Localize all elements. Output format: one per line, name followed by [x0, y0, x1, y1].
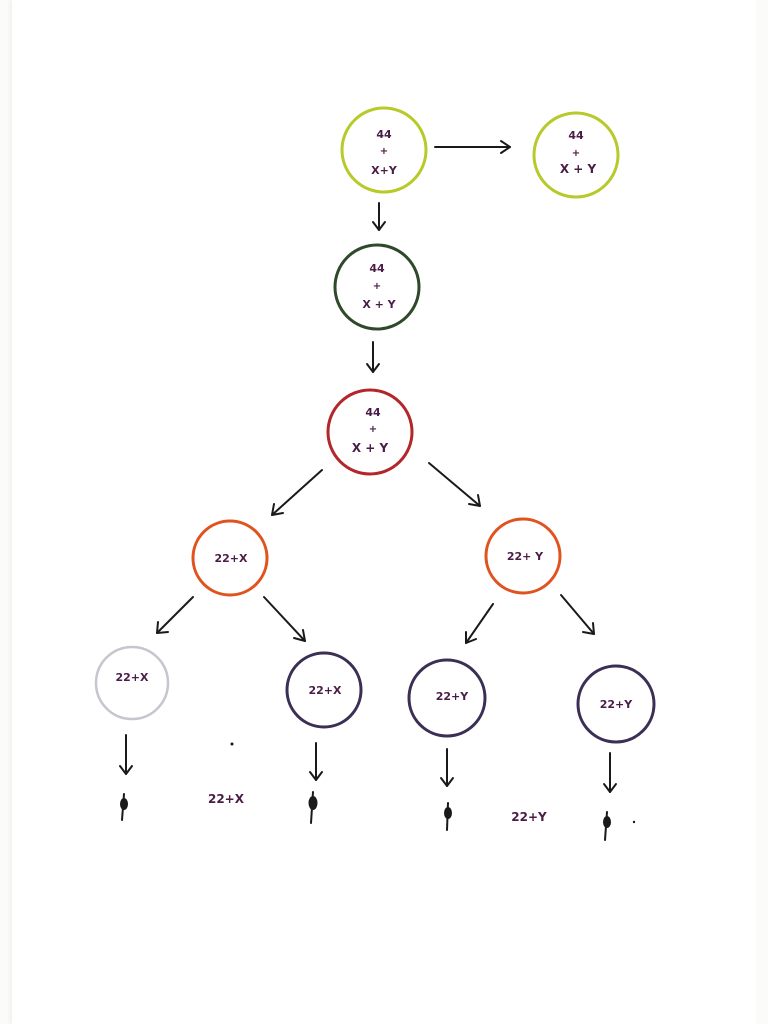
node-root-circle	[340, 106, 428, 194]
leaf-node-1-label: 22+X	[115, 671, 149, 684]
node-third-line1: 44	[365, 406, 381, 419]
node-right-mid: 22+ Y	[484, 517, 562, 595]
node-root: 44 + X+Y	[340, 106, 428, 194]
null-symbol-2	[308, 791, 318, 824]
leaf-node-4-label: 22+Y	[600, 698, 634, 711]
node-copy-circle	[532, 111, 620, 199]
leaf-node-4: 22+Y	[576, 664, 656, 744]
leaf-node-3-circle	[407, 658, 487, 738]
node-copy-line3: X + Y	[560, 162, 597, 176]
node-second-circle	[333, 243, 421, 331]
node-root-line1: 44	[376, 128, 392, 141]
arrow-leaf-1-to-null	[119, 734, 133, 775]
leaf-node-3: 22+Y	[407, 658, 487, 738]
leaf-node-1-circle	[94, 645, 170, 721]
node-copy-line1: 44	[568, 129, 584, 142]
node-second-line1: 44	[369, 262, 385, 275]
leaf-node-2-label: 22+X	[308, 684, 342, 697]
null-symbol-1	[120, 793, 128, 821]
arrow-right-mid-to-leaf-4	[560, 594, 595, 635]
arrow-leaf-3-to-null	[440, 748, 454, 787]
leaf-node-1: 22+X	[94, 645, 170, 721]
null-symbol-3	[444, 802, 452, 831]
node-left-mid-circle	[191, 519, 269, 597]
node-right-mid-label: 22+ Y	[507, 550, 544, 563]
leaf-node-2: 22+X	[285, 651, 363, 729]
stray-dot-left	[230, 742, 234, 746]
node-second-line3: X + Y	[362, 298, 396, 311]
node-third: 44 + X + Y	[326, 388, 414, 476]
arrow-right-mid-to-leaf-3	[465, 603, 494, 644]
leaf-node-4-circle	[576, 664, 656, 744]
arrow-third-to-left-mid	[271, 469, 323, 516]
node-root-line2: +	[380, 146, 388, 157]
node-second-line2: +	[373, 281, 381, 292]
arrow-root-to-copy	[434, 140, 511, 154]
node-third-line3: X + Y	[352, 441, 389, 455]
arrow-leaf-2-to-null	[309, 742, 323, 781]
leaf-node-3-label: 22+Y	[436, 690, 470, 703]
arrow-left-mid-to-leaf-1	[156, 596, 194, 634]
node-root-line3: X+Y	[371, 164, 398, 177]
arrow-leaf-4-to-null	[603, 752, 617, 793]
free-label-right: 22+Y	[511, 810, 547, 824]
node-second: 44 + X + Y	[333, 243, 421, 331]
leaf-node-2-circle	[285, 651, 363, 729]
node-third-line2: +	[369, 424, 377, 435]
arrow-second-to-third	[366, 341, 380, 373]
arrow-root-to-second	[372, 202, 386, 231]
null-symbol-4	[603, 811, 611, 841]
node-copy-line2: +	[572, 148, 580, 159]
stray-dot-right	[632, 820, 636, 824]
arrow-left-mid-to-leaf-2	[263, 596, 306, 642]
free-label-left: 22+X	[208, 792, 245, 806]
node-left-mid: 22+X	[191, 519, 269, 597]
arrow-third-to-right-mid	[428, 462, 481, 507]
node-left-mid-label: 22+X	[214, 552, 248, 565]
node-right-mid-circle	[484, 517, 562, 595]
node-copy: 44 + X + Y	[532, 111, 620, 199]
node-third-circle	[326, 388, 414, 476]
